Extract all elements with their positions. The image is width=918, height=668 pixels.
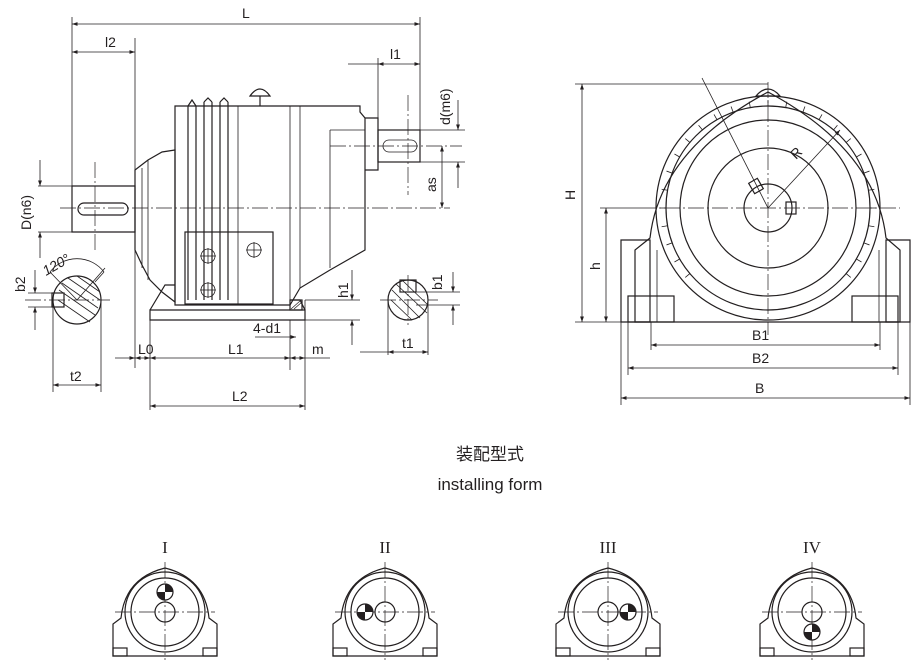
dim-l2: l2 [105, 34, 116, 50]
dim-B1: B1 [752, 327, 769, 343]
dim-H: H [562, 190, 578, 200]
dim-B2: B2 [752, 350, 769, 366]
form-foot-left [759, 647, 775, 657]
dim-as: as [423, 177, 439, 192]
form-numeral: II [379, 538, 391, 557]
dim-b2: b2 [12, 276, 28, 292]
install-form-4: IV [759, 538, 865, 660]
form-foot-right [202, 647, 218, 657]
caption-en: installing form [438, 475, 543, 494]
dim-b1: b1 [429, 274, 445, 290]
dim-L0: L0 [138, 341, 154, 357]
input-shaft-section [25, 258, 110, 392]
dim-4-d1: 4-d1 [253, 320, 281, 336]
dim-L: L [242, 5, 250, 21]
form-foot-right [645, 647, 661, 657]
form-foot-left [555, 647, 571, 657]
install-form-1: I [112, 538, 218, 660]
side-view: L l2 l1 d(m6) as D(n6) b2 120° t2 h1 b1 … [12, 5, 465, 410]
form-foot-left [112, 647, 128, 657]
form-foot-right [849, 647, 865, 657]
form-marker-icon [803, 623, 821, 641]
dim-L1: L1 [228, 341, 244, 357]
dim-B: B [755, 380, 764, 396]
dim-d-m6: d(m6) [437, 88, 453, 125]
dim-t2: t2 [70, 368, 82, 384]
dim-L2: L2 [232, 388, 248, 404]
dim-h: h [587, 262, 603, 270]
output-shaft-section [360, 272, 460, 355]
dim-t1: t1 [402, 335, 414, 351]
dim-h1: h1 [335, 282, 351, 298]
install-form-2: II [332, 538, 438, 660]
dim-l1: l1 [390, 46, 401, 62]
dim-D-n6: D(n6) [18, 195, 34, 230]
dim-angle: 120° [40, 250, 73, 279]
form-foot-right [422, 647, 438, 657]
form-marker-icon [156, 583, 174, 601]
form-foot-left [332, 647, 348, 657]
install-form-3: III [555, 538, 661, 660]
caption-zh: 装配型式 [456, 445, 524, 464]
dim-m: m [312, 341, 324, 357]
form-marker-icon [356, 603, 374, 621]
form-marker-icon [619, 603, 637, 621]
form-numeral: III [600, 538, 617, 557]
form-numeral: I [162, 538, 168, 557]
form-numeral: IV [803, 538, 822, 557]
front-view: H h R B1 B2 B [562, 77, 911, 405]
